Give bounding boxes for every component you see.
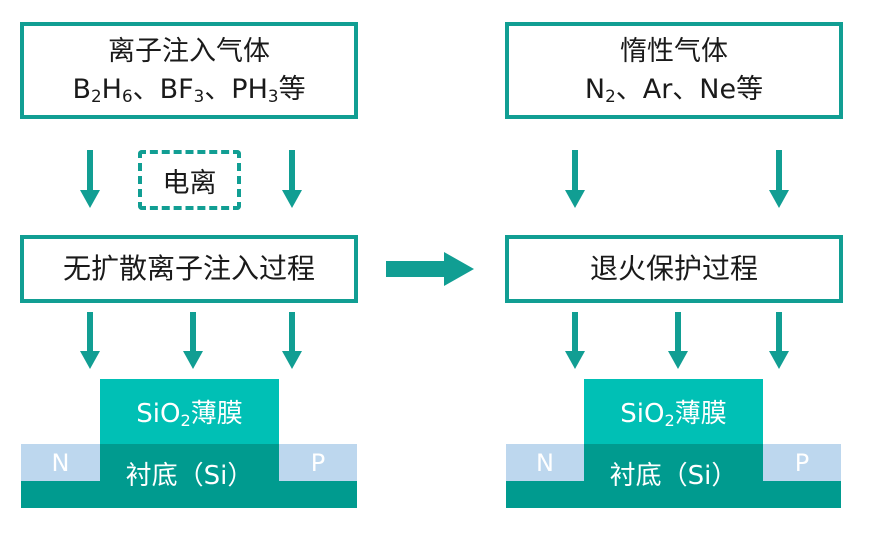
down-arrow-icon — [565, 312, 585, 369]
substrate-center — [584, 444, 763, 484]
n-region: N — [21, 444, 100, 481]
sio2-film-label: SiO2薄膜 — [136, 399, 243, 431]
n-region-label: N — [51, 448, 70, 477]
implant-process-box: 无扩散离子注入过程 — [20, 235, 358, 303]
down-arrow-icon — [80, 150, 100, 208]
ion-gas-source-box: 离子注入气体 B2H6、BF3、PH3等 — [20, 22, 358, 119]
subscript: 2 — [90, 85, 102, 106]
p-region: P — [763, 444, 841, 481]
down-arrow-icon — [565, 150, 585, 208]
ionization-box: 电离 — [138, 150, 241, 210]
ion-gas-title: 离子注入气体 — [108, 35, 270, 67]
subscript: 3 — [193, 85, 205, 106]
anneal-process-box: 退火保护过程 — [505, 235, 843, 303]
p-region: P — [279, 444, 357, 481]
substrate-label: 衬底（Si） — [609, 460, 738, 491]
inert-gas-source-box: 惰性气体 N2、Ar、Ne等 — [505, 22, 843, 119]
down-arrow-icon — [282, 150, 302, 208]
ion-gas-list: B2H6、BF3、PH3等 — [72, 73, 306, 106]
down-arrow-icon — [769, 312, 789, 369]
subscript: 2 — [605, 85, 616, 106]
down-arrow-icon — [769, 150, 789, 208]
sio2-film: SiO2薄膜 — [100, 379, 279, 444]
subscript: 3 — [267, 85, 279, 106]
down-arrow-icon — [282, 312, 302, 369]
sio2-film: SiO2薄膜 — [584, 379, 763, 444]
subscript: 2 — [664, 411, 675, 431]
down-arrow-icon — [80, 312, 100, 369]
down-arrow-icon — [668, 312, 688, 369]
inert-gas-title: 惰性气体 — [620, 35, 728, 67]
ionization-label: 电离 — [162, 167, 217, 199]
substrate-base — [506, 481, 841, 508]
n-region-label: N — [536, 448, 554, 477]
right-arrow-icon — [386, 252, 474, 286]
substrate-center — [100, 444, 279, 484]
substrate-base — [21, 481, 357, 508]
sio2-film-label: SiO2薄膜 — [620, 399, 727, 431]
p-region-label: P — [794, 448, 810, 477]
subscript: 2 — [180, 411, 191, 431]
p-region-label: P — [310, 448, 326, 477]
anneal-process-label: 退火保护过程 — [589, 252, 758, 285]
subscript: 6 — [121, 85, 133, 106]
inert-gas-list: N2、Ar、Ne等 — [584, 73, 764, 106]
substrate-label: 衬底（Si） — [125, 460, 254, 491]
down-arrow-icon — [183, 312, 203, 369]
implant-process-label: 无扩散离子注入过程 — [62, 252, 315, 285]
n-region: N — [506, 444, 584, 481]
